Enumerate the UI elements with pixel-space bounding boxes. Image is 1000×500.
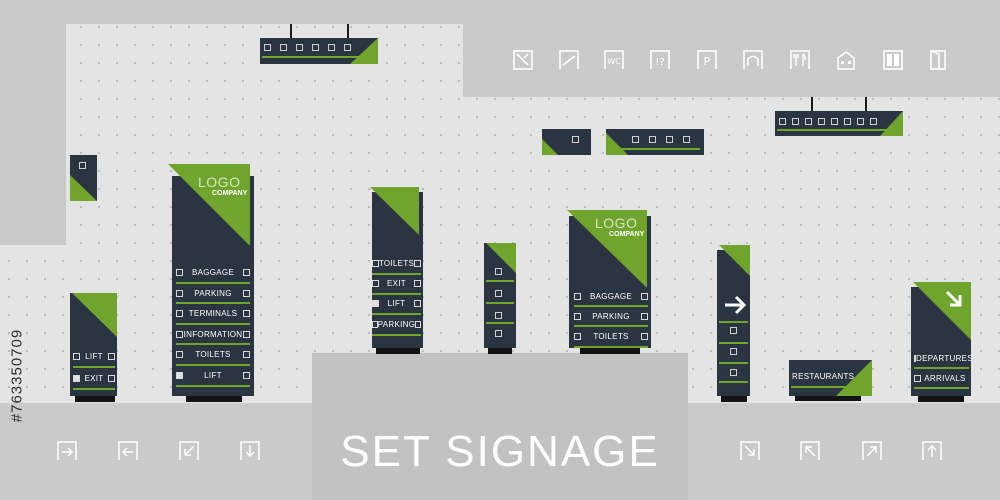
arrow-down-right-icon <box>943 288 965 310</box>
center-platform <box>312 353 688 500</box>
exit-icon <box>372 280 379 287</box>
exit-icon <box>928 50 948 70</box>
departures-icon <box>914 355 916 362</box>
lift-icon <box>73 353 80 360</box>
parking-icon: P <box>697 50 717 70</box>
arrow-icon <box>414 300 421 307</box>
page-title: SET SIGNAGE <box>340 426 660 476</box>
exit-icon <box>73 375 80 382</box>
arrow-down-left-icon <box>179 441 199 461</box>
sign-label: TOILETS <box>195 350 231 359</box>
arrow-icon <box>415 321 421 328</box>
arrow-down-right-icon <box>740 441 760 461</box>
arrow-icon <box>641 313 648 320</box>
side-id-text: #763350709 <box>8 328 26 423</box>
sign-label: BAGGAGE <box>191 268 235 277</box>
wc-icon <box>372 260 379 267</box>
terminal-icon <box>176 310 183 317</box>
arrow-down-icon <box>240 441 260 461</box>
sign-label: TOILETS <box>593 332 629 341</box>
logo-text: LOGO <box>198 174 241 190</box>
arrow-right-icon <box>722 292 748 318</box>
arrow-icon <box>641 293 648 300</box>
baggage-icon <box>743 50 763 70</box>
sign-label: LIFT <box>387 299 406 308</box>
arrow-left-icon <box>118 441 138 461</box>
sign-label: LIFT <box>85 352 103 361</box>
arrow-up-left-icon <box>800 441 820 461</box>
lift-icon <box>176 372 183 379</box>
arrow-icon <box>243 351 250 358</box>
arrow-right-icon <box>57 441 77 461</box>
arrow-icon <box>641 333 648 340</box>
sign-label: EXIT <box>84 374 104 383</box>
sign-label: DEPARTURES <box>916 354 973 363</box>
left-band <box>0 0 66 245</box>
logo-subtext: COMPANY <box>609 231 645 238</box>
arrivals-icon <box>559 50 579 70</box>
sign-label: TERMINALS <box>188 309 238 318</box>
logo-text: LOGO <box>595 215 638 231</box>
sign-label: PARKING <box>377 320 416 329</box>
parking-icon <box>372 321 378 328</box>
lift-icon <box>883 50 903 70</box>
wc-icon <box>574 333 581 340</box>
sign-label: PARKING <box>592 312 630 321</box>
arrow-up-icon <box>922 441 942 461</box>
restaurant-icon <box>790 50 810 70</box>
arrow-icon <box>108 375 115 382</box>
arrow-icon <box>243 372 250 379</box>
lift-icon <box>372 300 379 307</box>
sign-label: TOILETS <box>378 259 415 268</box>
sign-label: INFORMATION <box>183 330 243 339</box>
arrow-icon <box>243 331 250 338</box>
sign-label: PARKING <box>194 289 232 298</box>
arrow-icon <box>414 260 421 267</box>
svg-text:!?: !? <box>655 57 664 68</box>
arrow-icon <box>243 269 250 276</box>
info-icon: !? <box>650 50 670 70</box>
arrivals-icon <box>914 375 921 382</box>
sign-label: LIFT <box>204 371 222 380</box>
sign-label: BAGGAGE <box>589 292 633 301</box>
baggage-icon <box>176 269 183 276</box>
side-id: #763350709 <box>4 262 28 492</box>
arrow-up-right-icon <box>862 441 882 461</box>
restaurants-label: RESTAURANTS <box>792 371 855 381</box>
terminal-icon <box>836 50 856 70</box>
svg-text:WC: WC <box>607 57 621 66</box>
logo-subtext: COMPANY <box>212 190 248 197</box>
baggage-icon <box>574 293 581 300</box>
info-icon <box>176 331 183 338</box>
svg-text:P: P <box>704 55 711 68</box>
hanging-sign-icons <box>264 44 351 51</box>
top-right-band <box>463 0 1000 97</box>
wc-icon: WC <box>604 50 624 70</box>
parking-icon <box>574 313 581 320</box>
sign-label: EXIT <box>387 279 406 288</box>
parking-icon <box>176 290 183 297</box>
arrow-icon <box>414 280 421 287</box>
arrow-icon <box>243 310 250 317</box>
departures-icon <box>513 50 533 70</box>
wc-icon <box>176 351 183 358</box>
sign-label: ARRIVALS <box>924 374 966 383</box>
arrow-icon <box>108 353 115 360</box>
arrow-icon <box>243 290 250 297</box>
